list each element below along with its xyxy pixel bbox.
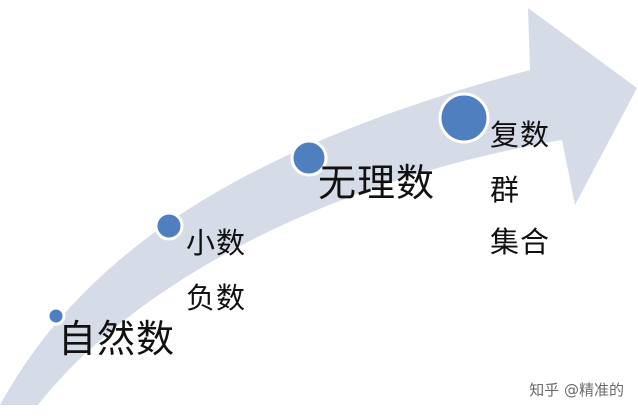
- stage-dot-1: [46, 306, 66, 326]
- stage-label-set: 集合: [490, 225, 551, 259]
- stage-label-negative-numbers: 负数: [186, 281, 247, 315]
- stage-label-complex-numbers: 复数: [490, 118, 551, 152]
- stage-dot-4: [438, 92, 490, 144]
- stage-dot-2: [154, 211, 184, 241]
- stage-label-irrational-numbers: 无理数: [318, 161, 436, 205]
- stage-dot-3: [290, 139, 328, 177]
- stage-label-natural-numbers: 自然数: [58, 317, 176, 361]
- watermark: 知乎 @精准的: [529, 381, 624, 399]
- stage-label-decimals: 小数: [186, 226, 247, 260]
- stage-label-group: 群: [490, 173, 521, 207]
